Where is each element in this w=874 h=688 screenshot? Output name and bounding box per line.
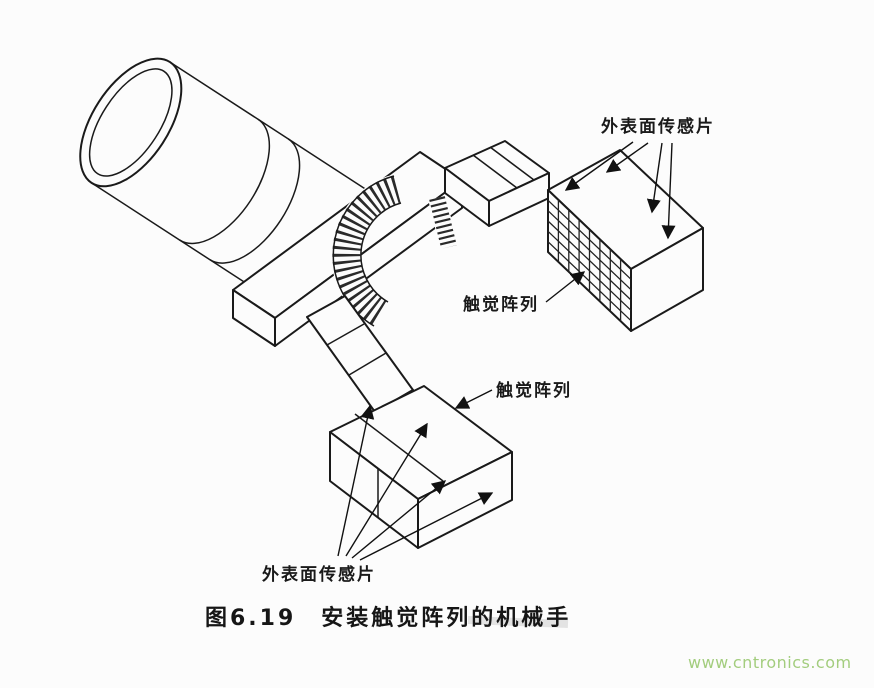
- scan-smudge: [467, 616, 569, 628]
- watermark: www.cntronics.com: [688, 653, 852, 672]
- annotation-arrows: [337, 141, 676, 561]
- tactile-array-grid-icon: [547, 199, 632, 322]
- bellows-joint-icon: [331, 174, 458, 328]
- label-tactile-array-right: 触觉阵列: [462, 294, 539, 315]
- figure-caption: 图6.19 安装触觉阵列的机械手: [205, 605, 571, 631]
- upper-sensor-block: [547, 149, 704, 332]
- label-outer-sensor-top: 外表面传感片: [601, 116, 715, 137]
- lower-sensor-block: [329, 385, 513, 549]
- label-outer-sensor-bottom: 外表面传感片: [262, 564, 376, 585]
- upper-finger-link: [444, 140, 550, 227]
- label-tactile-array-lower: 触觉阵列: [495, 380, 572, 401]
